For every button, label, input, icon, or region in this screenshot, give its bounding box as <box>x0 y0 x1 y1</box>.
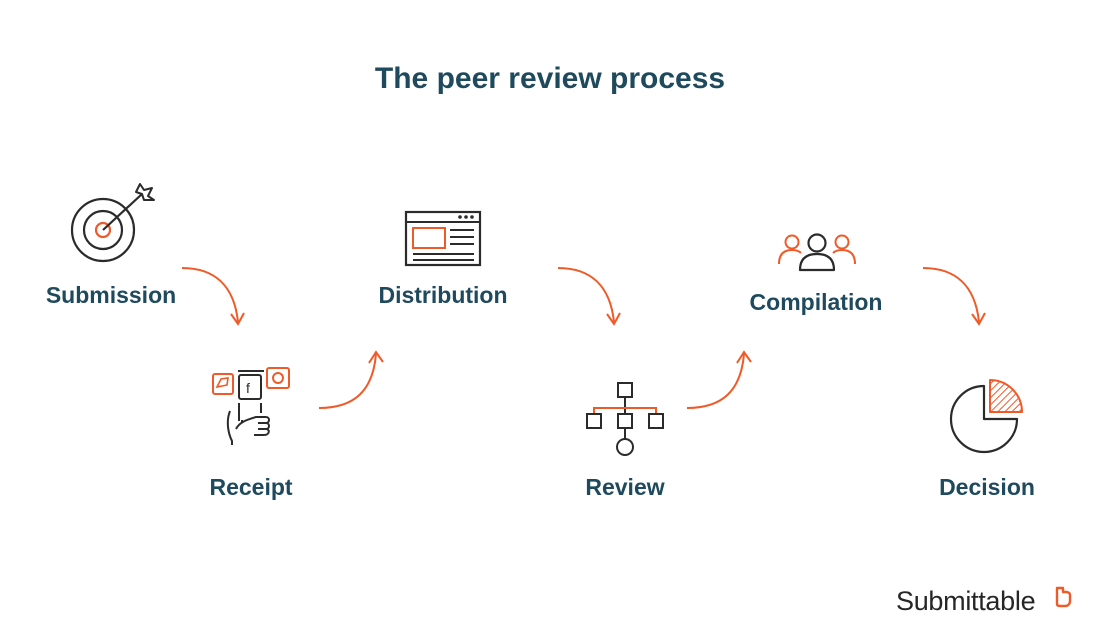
step-label-distribution: Distribution <box>378 282 508 308</box>
browser-window-icon <box>404 210 482 267</box>
target-icon <box>70 183 155 263</box>
phone-social-icon: f <box>212 367 290 445</box>
arrow-down-icon <box>557 267 621 326</box>
arrow-down-icon <box>181 267 245 326</box>
flowchart-icon <box>586 382 664 456</box>
submittable-logo-icon <box>1055 586 1072 608</box>
step-label-submission: Submission <box>45 282 177 308</box>
arrow-down-icon <box>922 267 986 326</box>
arrow-up-icon <box>318 350 384 409</box>
step-label-compilation: Compilation <box>749 289 883 315</box>
svg-text:f: f <box>246 380 250 396</box>
step-label-review: Review <box>585 474 665 500</box>
page-title: The peer review process <box>374 62 726 95</box>
pie-chart-icon <box>949 379 1023 454</box>
step-label-decision: Decision <box>939 474 1035 500</box>
people-group-icon <box>778 233 856 272</box>
arrow-up-icon <box>686 350 752 409</box>
brand-name: Submittable <box>896 586 1036 616</box>
step-label-receipt: Receipt <box>209 474 293 500</box>
